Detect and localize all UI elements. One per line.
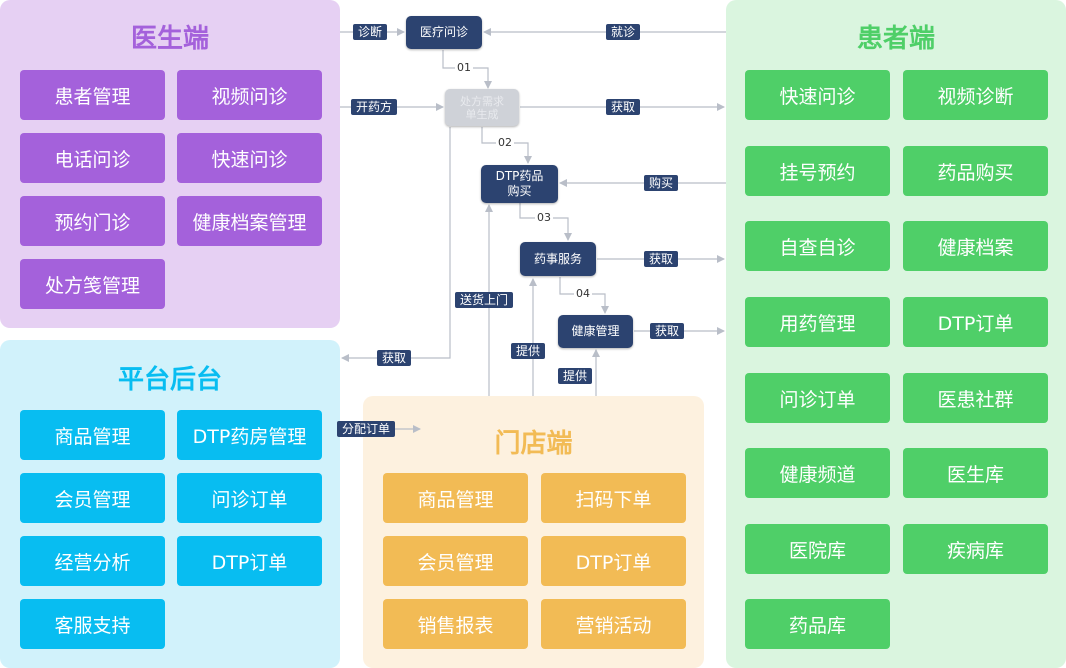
platform-consultation-orders[interactable]: 问诊订单 <box>177 473 322 523</box>
patient-dtp-orders[interactable]: DTP订单 <box>903 297 1048 347</box>
node-health-management[interactable]: 健康管理 <box>558 315 633 348</box>
label-provide-2: 提供 <box>558 368 593 384</box>
label-prescribe: 开药方 <box>351 99 398 115</box>
doctor-patient-management[interactable]: 患者管理 <box>20 70 165 120</box>
store-scan-order[interactable]: 扫码下单 <box>541 473 686 523</box>
platform-business-analysis[interactable]: 经营分析 <box>20 536 165 586</box>
edge-obtain-platform <box>341 127 451 362</box>
platform-member-management[interactable]: 会员管理 <box>20 473 165 523</box>
doctor-title: 医生端 <box>130 24 209 54</box>
label-diagnose: 诊断 <box>353 24 388 40</box>
doctor-video-consultation[interactable]: 视频问诊 <box>177 70 322 120</box>
patient-registration[interactable]: 挂号预约 <box>745 146 890 196</box>
patient-disease-library[interactable]: 疾病库 <box>903 524 1048 574</box>
patient-title: 患者端 <box>856 24 935 54</box>
node-dtp-line2: 购买 <box>507 184 532 198</box>
label-provide-1: 提供 <box>511 343 546 359</box>
patient-health-records[interactable]: 健康档案 <box>903 221 1048 271</box>
node-dtp-purchase-label: DTP药品购买 <box>496 169 544 199</box>
node-pharmacy-service[interactable]: 药事服务 <box>520 242 596 276</box>
label-assign-order: 分配订单 <box>337 421 396 437</box>
platform-title: 平台后台 <box>117 365 222 395</box>
store-product-management[interactable]: 商品管理 <box>383 473 528 523</box>
step-02: 02 <box>496 136 514 149</box>
doctor-quick-consultation[interactable]: 快速问诊 <box>177 133 322 183</box>
doctor-phone-consultation[interactable]: 电话问诊 <box>20 133 165 183</box>
platform-product-management[interactable]: 商品管理 <box>20 410 165 460</box>
label-deliver: 送货上门 <box>455 292 514 308</box>
label-visit: 就诊 <box>606 24 641 40</box>
node-medical-consultation[interactable]: 医疗问诊 <box>406 16 482 49</box>
patient-consultation-orders[interactable]: 问诊订单 <box>745 373 890 423</box>
platform-dtp-pharmacy-management[interactable]: DTP药房管理 <box>177 410 322 460</box>
platform-dtp-orders[interactable]: DTP订单 <box>177 536 322 586</box>
node-dtp-line1: DTP药品 <box>495 169 544 183</box>
store-dtp-orders[interactable]: DTP订单 <box>541 536 686 586</box>
doctor-appointment[interactable]: 预约门诊 <box>20 196 165 246</box>
platform-customer-support[interactable]: 客服支持 <box>20 599 165 649</box>
patient-self-check[interactable]: 自查自诊 <box>745 221 890 271</box>
store-sales-report[interactable]: 销售报表 <box>383 599 528 649</box>
label-obtain-platform: 获取 <box>377 350 412 366</box>
patient-doctor-library[interactable]: 医生库 <box>903 448 1048 498</box>
step-04: 04 <box>574 287 592 300</box>
node-dtp-purchase[interactable]: DTP药品购买 <box>481 165 558 203</box>
patient-video-diagnosis[interactable]: 视频诊断 <box>903 70 1048 120</box>
store-marketing-activity[interactable]: 营销活动 <box>541 599 686 649</box>
doctor-health-records[interactable]: 健康档案管理 <box>177 196 322 246</box>
step-01: 01 <box>455 61 473 74</box>
patient-medication-management[interactable]: 用药管理 <box>745 297 890 347</box>
doctor-prescription-management[interactable]: 处方笺管理 <box>20 259 165 309</box>
patient-doctor-community[interactable]: 医患社群 <box>903 373 1048 423</box>
label-obtain-rx: 获取 <box>606 99 641 115</box>
step-03: 03 <box>535 211 553 224</box>
patient-drug-library[interactable]: 药品库 <box>745 599 890 649</box>
store-member-management[interactable]: 会员管理 <box>383 536 528 586</box>
node-prescription-generation[interactable]: 处方需求单生成 <box>445 89 519 126</box>
label-obtain-pharmacy: 获取 <box>644 251 679 267</box>
node-prescription-label: 处方需求单生成 <box>460 94 504 121</box>
patient-drug-purchase[interactable]: 药品购买 <box>903 146 1048 196</box>
store-title: 门店端 <box>494 429 573 459</box>
label-obtain-health: 获取 <box>650 323 685 339</box>
patient-hospital-library[interactable]: 医院库 <box>745 524 890 574</box>
patient-health-channel[interactable]: 健康频道 <box>745 448 890 498</box>
patient-quick-consultation[interactable]: 快速问诊 <box>745 70 890 120</box>
label-buy: 购买 <box>644 175 679 191</box>
